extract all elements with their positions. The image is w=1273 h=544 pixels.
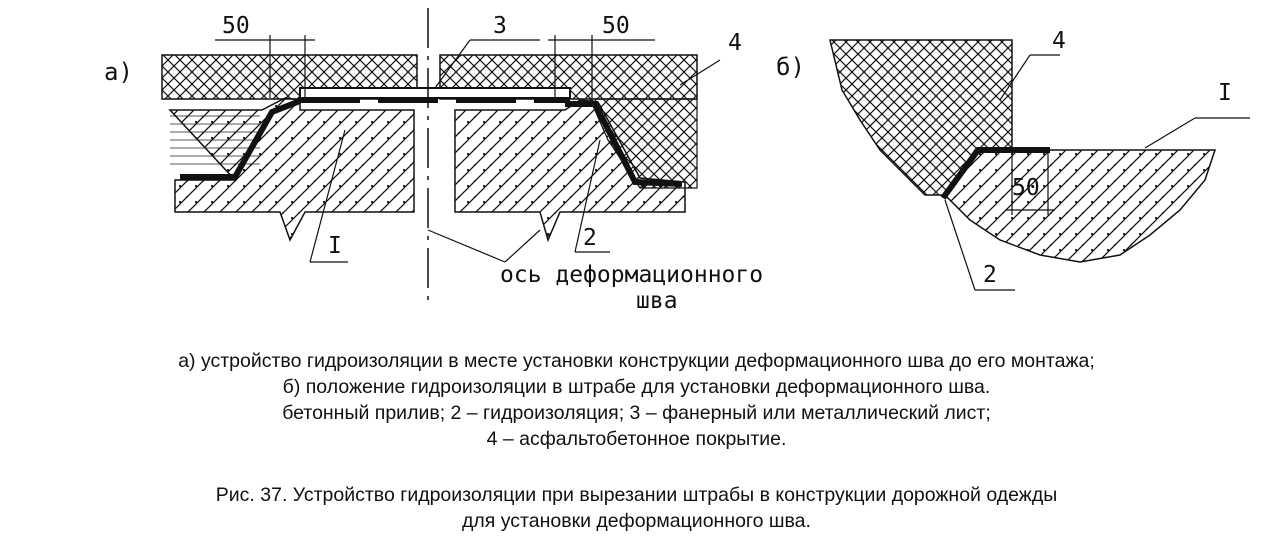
legend-line-4: 4 – асфальтобетонное покрытие.: [486, 428, 787, 450]
leader-b4: [999, 54, 1031, 101]
waterproofing-b: [940, 147, 1050, 200]
label-4-a: 4: [728, 30, 742, 56]
panel-a-label: а): [104, 58, 133, 86]
asphalt-b: [829, 39, 1013, 196]
label-1-a: I: [328, 233, 342, 259]
legend-line-1: а) устройство гидроизоляции в месте уста…: [178, 350, 1095, 372]
leader-2: [574, 139, 601, 253]
concrete-b: [944, 149, 1217, 263]
leader-4: [679, 59, 721, 86]
joint-waterproofing-diagram: а) 50 50 3 4: [104, 8, 1250, 314]
axis-label-line2: шва: [636, 288, 678, 314]
leader-3: [434, 39, 471, 89]
leader-b1: [1144, 117, 1196, 149]
leader-axis: [427, 229, 506, 263]
panel-b-label: б): [776, 53, 805, 81]
panel-b: б) 50 4 I 2: [776, 28, 1250, 291]
dim-50-b: 50: [1012, 175, 1040, 201]
dim-50-right: 50: [602, 13, 630, 39]
label-2-a: 2: [583, 225, 597, 251]
label-3: 3: [493, 13, 507, 39]
label-1-b: I: [1218, 80, 1232, 106]
panel-a: а) 50 50 3 4: [104, 8, 763, 314]
figure-caption-line-1: Рис. 37. Устройство гидроизоляции при вы…: [215, 484, 1058, 506]
leader-b2: [944, 199, 976, 291]
leader-1: [309, 129, 346, 263]
legend-line-2: б) положение гидроизоляции в штрабе для …: [282, 376, 991, 398]
plywood-sheet: [299, 87, 571, 99]
waterproofing-left: [180, 98, 302, 180]
legend-line-3: бетонный прилив; 2 – гидроизоляция; 3 – …: [282, 402, 991, 424]
figure-caption: Рис. 37. Устройство гидроизоляции при вы…: [0, 482, 1273, 534]
figure-caption-line-2: для установки деформационного шва.: [462, 510, 811, 532]
leader-axis-2: [504, 229, 541, 263]
legend: а) устройство гидроизоляции в месте уста…: [0, 348, 1273, 452]
label-4-b: 4: [1052, 28, 1066, 54]
label-2-b: 2: [983, 262, 997, 288]
axis-label-line1: ось деформационного: [500, 262, 763, 288]
waterproofing-right: [565, 101, 683, 187]
dim-50-left: 50: [222, 13, 250, 39]
